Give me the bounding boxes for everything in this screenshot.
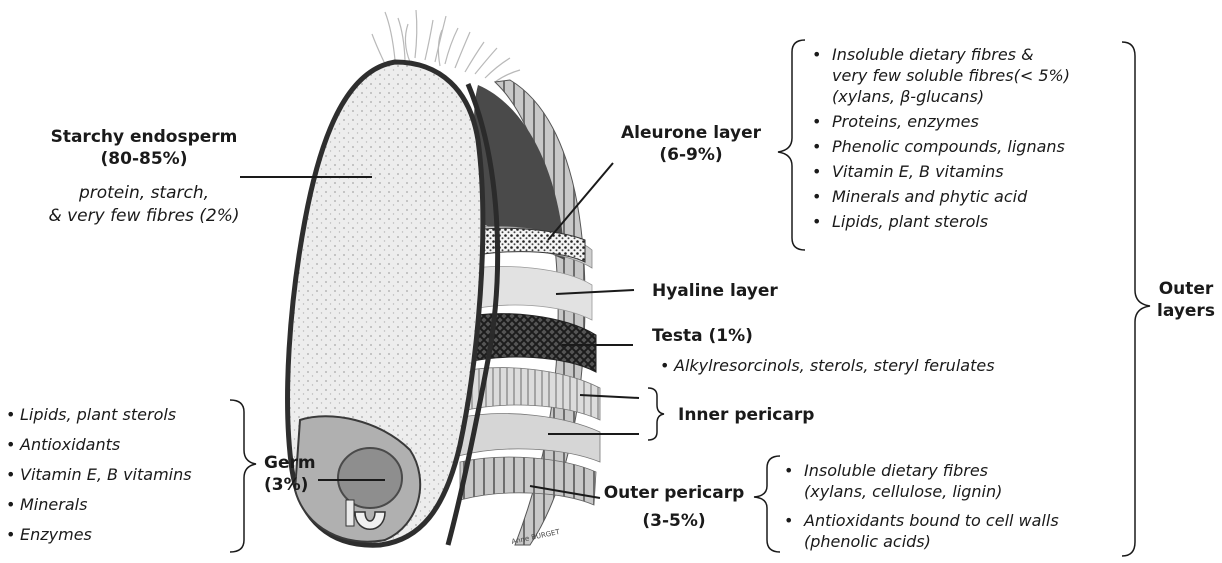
hyaline-layer-label: Hyaline layer	[652, 280, 778, 302]
germ-item: Antioxidants	[6, 430, 192, 460]
starchy-endosperm-percent: (80-85%)	[26, 148, 262, 170]
testa-components-list: Alkylresorcinols, sterols, steryl ferula…	[660, 355, 995, 376]
germ-components-list: Lipids, plant sterols Antioxidants Vitam…	[6, 400, 192, 550]
aleurone-item: Phenolic compounds, lignans	[810, 136, 1070, 157]
aleurone-item: Insoluble dietary fibres & very few solu…	[810, 44, 1070, 107]
germ-brace	[230, 400, 256, 552]
outer-layers-label: Outer layers	[1154, 278, 1218, 322]
starchy-endosperm-composition-2: & very few fibres (2%)	[26, 205, 262, 228]
aleurone-item: Vitamin E, B vitamins	[810, 161, 1070, 182]
aleurone-components-list: Insoluble dietary fibres & very few solu…	[810, 44, 1070, 232]
outer-pericarp-item: Antioxidants bound to cell walls (phenol…	[782, 510, 1059, 552]
germ-item: Minerals	[6, 490, 192, 520]
testa-item: Alkylresorcinols, sterols, steryl ferula…	[660, 355, 995, 376]
starchy-endosperm-title: Starchy endosperm	[26, 126, 262, 148]
aleurone-title: Aleurone layer	[612, 122, 770, 144]
aleurone-label: Aleurone layer (6-9%)	[612, 122, 770, 166]
starchy-endosperm-label: Starchy endosperm (80-85%) protein, star…	[26, 126, 262, 228]
starchy-endosperm-composition-1: protein, starch,	[26, 182, 262, 205]
germ-percent: (3%)	[264, 474, 316, 496]
aleurone-item: Lipids, plant sterols	[810, 211, 1070, 232]
outer-layers-brace	[1122, 42, 1150, 556]
outer-pericarp-title: Outer pericarp	[598, 482, 750, 504]
outer-pericarp-components-list: Insoluble dietary fibres (xylans, cellul…	[782, 460, 1059, 552]
outer-layers-line-1: Outer	[1154, 278, 1218, 300]
aleurone-brace	[778, 40, 805, 250]
outer-pericarp-percent: (3-5%)	[598, 510, 750, 532]
aleurone-item: Minerals and phytic acid	[810, 186, 1070, 207]
outer-layers-line-2: layers	[1154, 300, 1218, 322]
inner-pericarp-label: Inner pericarp	[678, 404, 814, 426]
germ-title: Germ	[264, 452, 316, 474]
outer-pericarp-brace	[754, 456, 780, 552]
inner-pericarp-brace	[648, 388, 664, 440]
aleurone-percent: (6-9%)	[612, 144, 770, 166]
outer-pericarp-label: Outer pericarp (3-5%)	[598, 482, 750, 532]
germ-label: Germ (3%)	[264, 452, 316, 496]
aleurone-item: Proteins, enzymes	[810, 111, 1070, 132]
germ-item: Enzymes	[6, 520, 192, 550]
outer-pericarp-item: Insoluble dietary fibres (xylans, cellul…	[782, 460, 1059, 502]
testa-label: Testa (1%)	[652, 325, 753, 347]
germ-item: Vitamin E, B vitamins	[6, 460, 192, 490]
germ-item: Lipids, plant sterols	[6, 400, 192, 430]
